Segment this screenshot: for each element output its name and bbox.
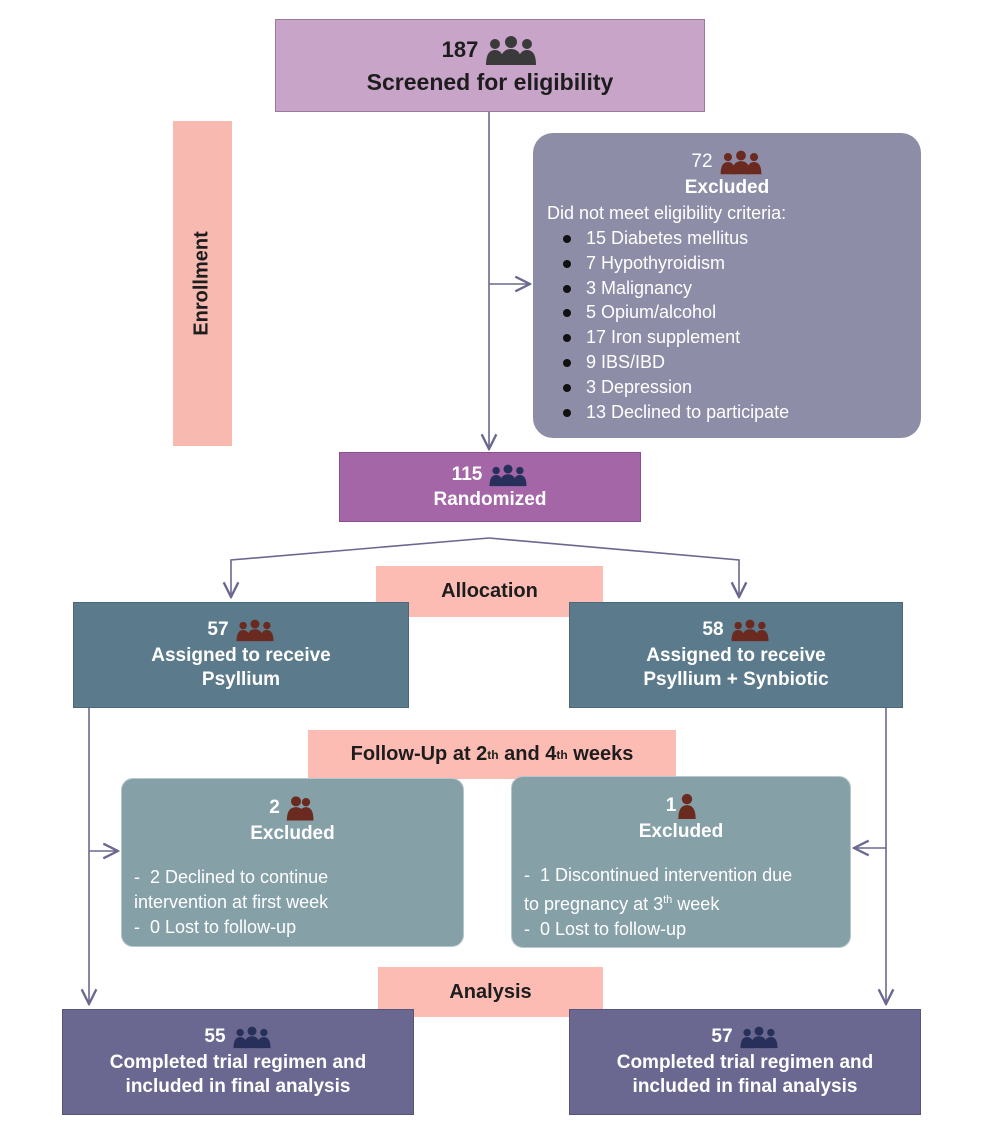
excluded-detail-suffix: week: [672, 894, 720, 914]
followup-excluded-synbiotic-details: - 1 Discontinued intervention due to pre…: [512, 863, 792, 942]
exclusion-reason: 13 Declined to participate: [563, 400, 789, 425]
allocation-label: Allocation: [376, 566, 603, 617]
completed-synbiotic-line2: included in final analysis: [632, 1076, 858, 1097]
excluded-detail-line: - 0 Lost to follow-up: [524, 919, 687, 939]
exclusion-reason: 3 Depression: [563, 375, 789, 400]
excluded-detail-prefix: to pregnancy at 3: [524, 894, 664, 914]
assigned-synbiotic-line2: Psyllium + Synbiotic: [643, 669, 829, 690]
excluded-detail-line: to pregnancy at 3th week: [524, 888, 792, 917]
people-pair-icon: [286, 796, 314, 821]
people-group-icon: [236, 619, 274, 642]
randomized-box: 115 Randomized: [339, 452, 641, 522]
randomized-to-left-arm-connector: [231, 537, 490, 597]
people-group-icon: [731, 619, 769, 642]
followup-excluded-synbiotic-box: 1 Excluded - 1 Discontinued intervention…: [511, 776, 851, 948]
exclusion-reason: 15 Diabetes mellitus: [563, 226, 789, 251]
followup-sup1: th: [487, 747, 499, 762]
followup-excluded-synbiotic-title: Excluded: [638, 821, 724, 842]
exclusion-reason: 5 Opium/alcohol: [563, 300, 789, 325]
completed-psyllium-box: 55 Completed trial regimen and included …: [62, 1009, 414, 1115]
enrollment-label: Enrollment: [191, 231, 214, 336]
followup-middle: and 4: [498, 743, 557, 765]
followup-sup2: th: [556, 747, 568, 762]
followup-excluded-psyllium-title: Excluded: [250, 823, 335, 844]
assigned-psyllium-line1: Assigned to receive: [151, 645, 331, 666]
screened-count: 187: [441, 37, 479, 62]
people-group-icon: [489, 464, 527, 487]
randomized-to-right-arm-connector: [488, 537, 739, 597]
assigned-synbiotic-line1: Assigned to receive: [646, 645, 826, 666]
analysis-label: Analysis: [378, 967, 603, 1017]
screened-box: 187 Screened for eligibility: [275, 19, 705, 112]
completed-synbiotic-count: 57: [711, 1026, 733, 1047]
followup-excluded-psyllium-details: - 2 Declined to continue intervention at…: [122, 865, 328, 940]
excluded-detail-sup: th: [663, 894, 673, 906]
excluded-title: Excluded: [684, 177, 770, 198]
exclusion-reason: 9 IBS/IBD: [563, 350, 789, 375]
completed-psyllium-line1: Completed trial regimen and: [109, 1052, 367, 1073]
completed-synbiotic-line1: Completed trial regimen and: [616, 1052, 874, 1073]
followup-suffix: weeks: [567, 743, 634, 765]
excluded-intro: Did not meet eligibility criteria:: [547, 203, 787, 223]
assigned-psyllium-count: 57: [207, 619, 229, 640]
assigned-synbiotic-count: 58: [702, 619, 724, 640]
excluded-detail-line: - 2 Declined to continue: [134, 867, 329, 887]
excluded-enrollment-box: 72 Excluded Did not meet eligibility cri…: [533, 133, 921, 438]
completed-synbiotic-box: 57 Completed trial regimen and included …: [569, 1009, 921, 1115]
exclusion-reason-list: 15 Diabetes mellitus 7 Hypothyroidism 3 …: [533, 226, 789, 424]
assigned-psyllium-box: 57 Assigned to receive Psyllium: [73, 602, 409, 708]
excluded-detail-line: - 1 Discontinued intervention due: [524, 865, 793, 885]
excluded-detail-line: - 0 Lost to follow-up: [134, 917, 297, 937]
randomized-count: 115: [451, 464, 483, 485]
excluded-count: 72: [691, 151, 713, 172]
enrollment-side-label: Enrollment: [173, 121, 232, 446]
assigned-psyllium-line2: Psyllium: [201, 669, 281, 690]
randomized-label: Randomized: [433, 489, 547, 510]
followup-excluded-psyllium-count: 2: [269, 797, 280, 818]
exclusion-reason: 3 Malignancy: [563, 276, 789, 301]
people-group-icon: [720, 150, 761, 175]
completed-psyllium-line2: included in final analysis: [125, 1076, 351, 1097]
excluded-detail-line: intervention at first week: [134, 892, 329, 912]
person-icon: [678, 793, 696, 819]
screened-label: Screened for eligibility: [366, 69, 614, 95]
assigned-synbiotic-box: 58 Assigned to receive Psyllium + Synbio…: [569, 602, 903, 708]
people-group-icon: [233, 1026, 271, 1049]
people-group-icon: [740, 1026, 778, 1049]
followup-excluded-psyllium-box: 2 Excluded - 2 Declined to continue inte…: [121, 778, 464, 947]
completed-psyllium-count: 55: [204, 1026, 226, 1047]
exclusion-reason: 17 Iron supplement: [563, 325, 789, 350]
people-group-icon: [486, 36, 537, 65]
followup-prefix: Follow-Up at 2: [350, 743, 488, 765]
exclusion-reason: 7 Hypothyroidism: [563, 251, 789, 276]
followup-excluded-synbiotic-count: 1: [665, 795, 677, 816]
